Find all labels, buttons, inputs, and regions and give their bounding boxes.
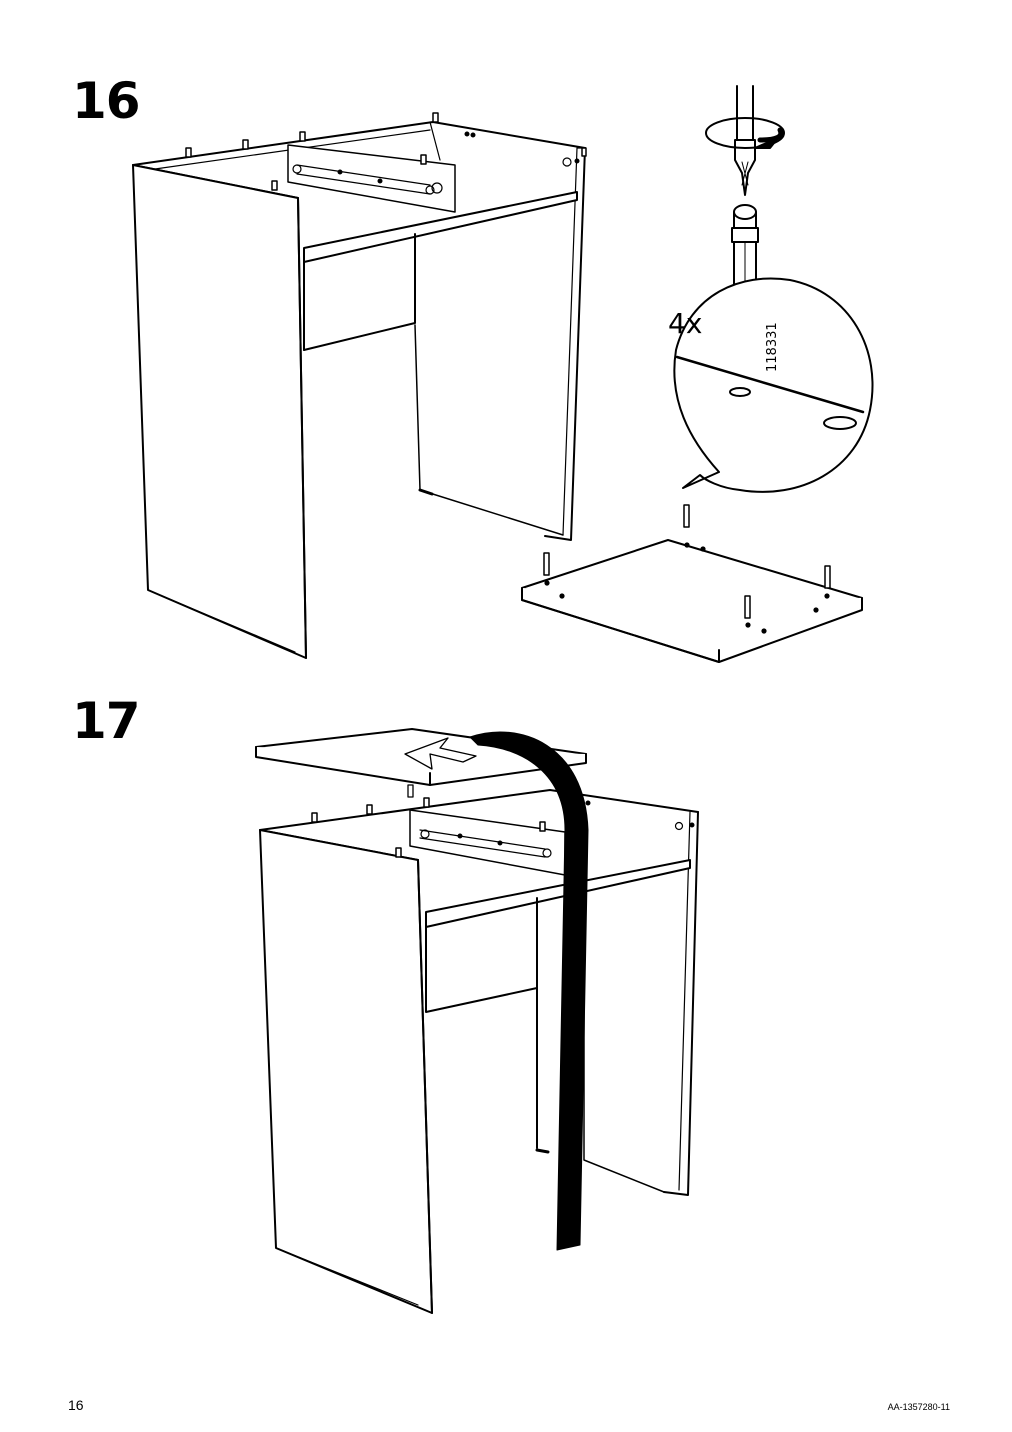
document-id: AA-1357280-11 <box>887 1402 950 1412</box>
step-17-desk-frame <box>260 790 698 1313</box>
step-16-desk-frame <box>133 113 586 658</box>
part-number-label: 118331 <box>765 322 780 372</box>
step-16-number: 16 <box>72 72 141 130</box>
quantity-label: 4x <box>668 307 702 340</box>
rotate-clockwise-icon <box>706 118 784 148</box>
step-17-number: 17 <box>72 692 141 750</box>
screwdriver-icon <box>735 86 755 195</box>
slide-down-arrow-icon <box>405 738 476 769</box>
page-number: 16 <box>68 1397 84 1413</box>
callout-bubble-icon <box>674 278 872 491</box>
desktop-board <box>522 505 862 662</box>
curved-motion-arrow <box>470 732 588 1250</box>
